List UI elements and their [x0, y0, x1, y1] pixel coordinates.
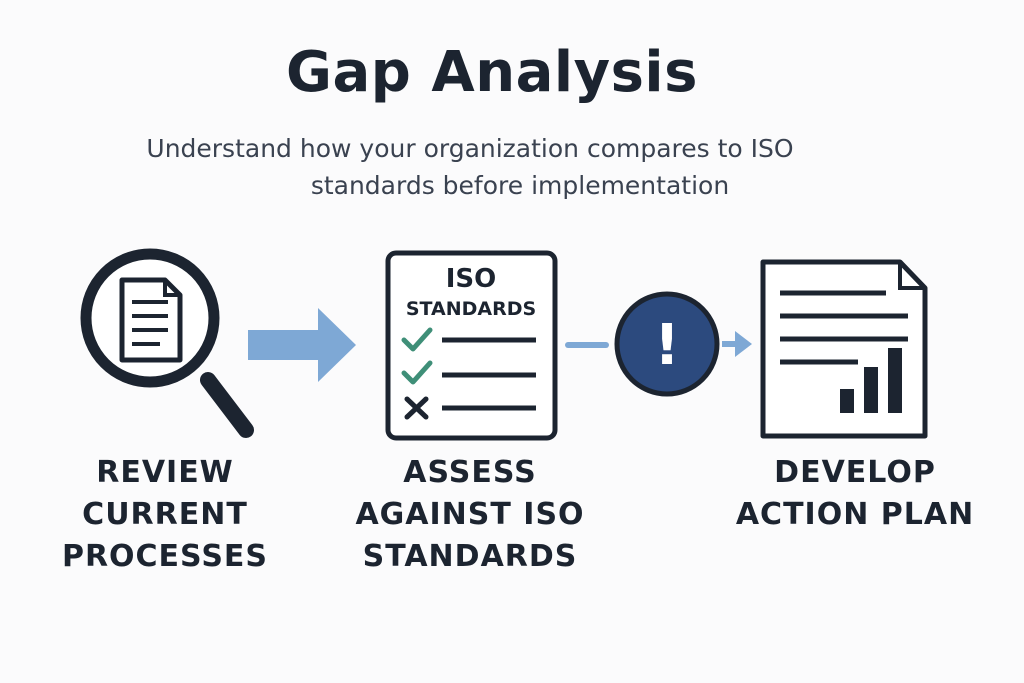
step-label-line: ACTION PLAN: [735, 497, 975, 532]
step-label-line: PROCESSES: [61, 539, 269, 574]
check-icon: [401, 360, 433, 385]
magnifying-glass-document-icon: [80, 248, 254, 438]
check-icon: [401, 327, 433, 352]
step-label-review: REVIEW CURRENT PROCESSES: [40, 452, 290, 578]
flow-arrow-2: [722, 331, 752, 357]
report-chart-icon: [760, 259, 928, 439]
step-label-assess: ASSESS AGAINST ISO STANDARDS: [340, 452, 600, 578]
report-bar: [840, 389, 854, 413]
report-bar: [864, 367, 878, 413]
subtitle-line-1: Understand how your organization compare…: [146, 134, 794, 163]
cross-icon: [404, 396, 429, 420]
step-label-line: ASSESS: [403, 455, 537, 490]
iso-card-subtitle: STANDARDS: [406, 298, 536, 320]
step-label-develop: DEVELOP ACTION PLAN: [705, 452, 1005, 536]
gap-symbol: !: [654, 313, 680, 378]
step-label-line: AGAINST ISO: [355, 497, 585, 532]
step-label-line: CURRENT: [82, 497, 248, 532]
iso-checklist-icon: ISO STANDARDS: [385, 250, 558, 441]
flow-arrow-1: [248, 308, 356, 382]
step-label-line: STANDARDS: [362, 539, 578, 574]
subtitle-line-2: standards before implementation: [310, 171, 730, 200]
iso-card-title: ISO: [446, 264, 497, 294]
step-label-line: DEVELOP: [774, 455, 936, 490]
step-label-line: REVIEW: [96, 455, 234, 490]
report-bar: [888, 348, 902, 413]
page-subtitle: Understand how your organization compare…: [110, 130, 830, 204]
page-title: Gap Analysis: [286, 40, 698, 105]
exclamation-circle-icon: !: [614, 291, 720, 397]
